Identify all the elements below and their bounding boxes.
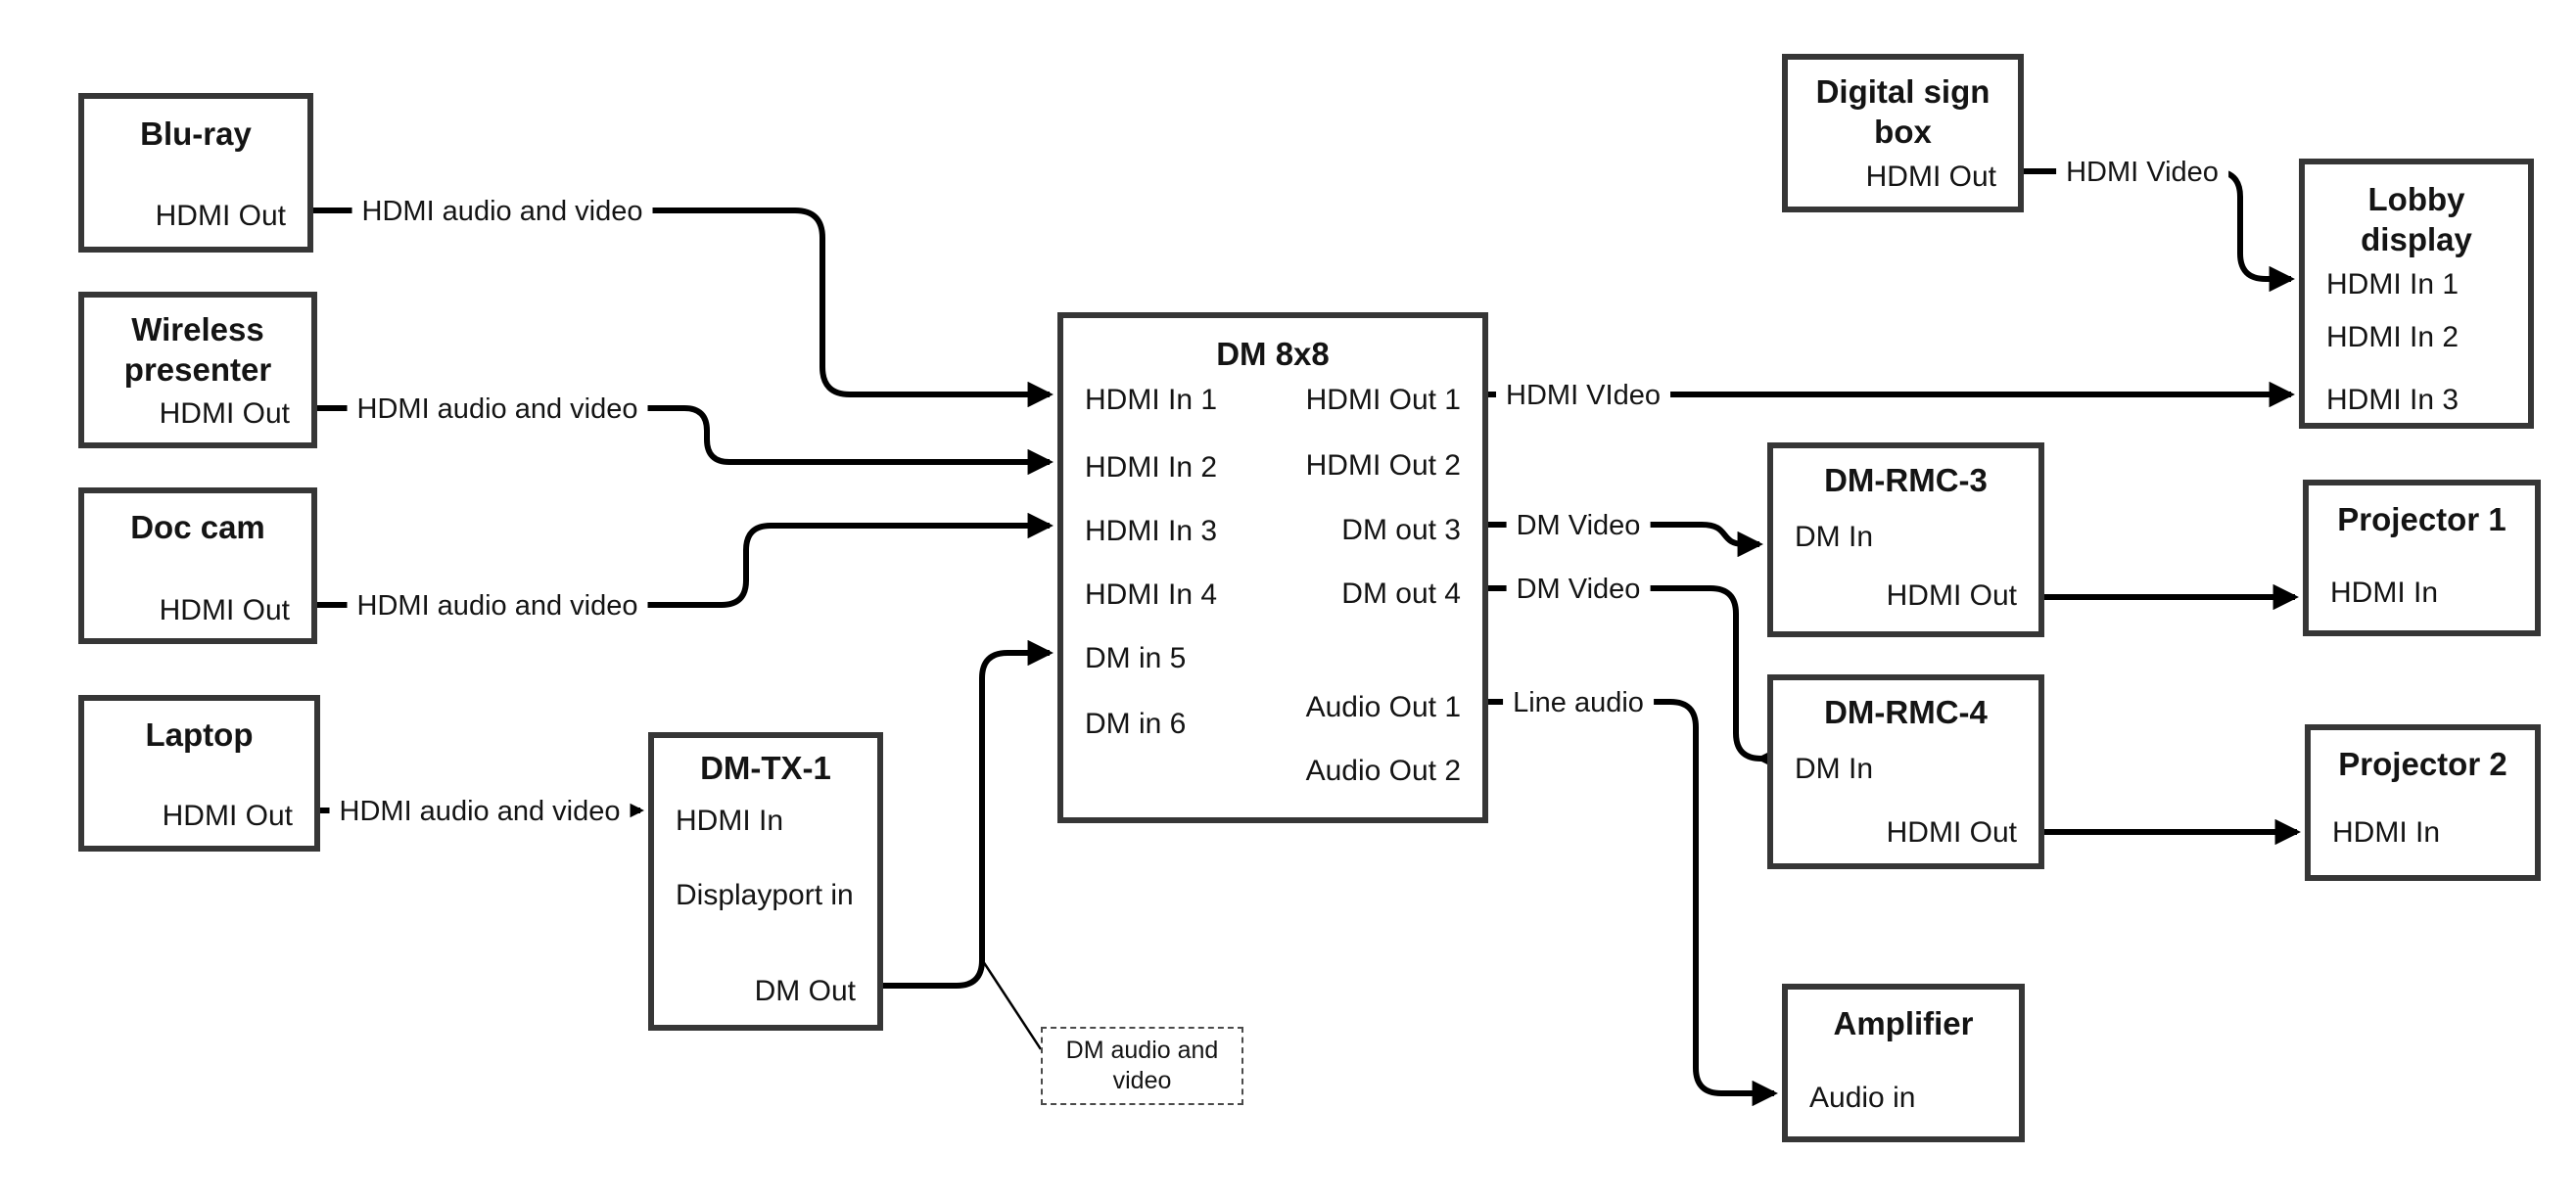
wire-label-hdmi-video-out1: HDMI VIdeo bbox=[1496, 379, 1670, 412]
port-dm-in: DM In bbox=[1795, 521, 1874, 553]
node-dm-rmc-4: DM-RMC-4 DM In HDMI Out bbox=[1767, 674, 2044, 869]
wire-label-wireless-hdmi-av: HDMI audio and video bbox=[347, 393, 648, 426]
wire-bluray-to-dm8x8-in1 bbox=[313, 208, 1054, 408]
callout-leader-line bbox=[981, 960, 1043, 1050]
node-title: DM-RMC-4 bbox=[1824, 694, 1988, 730]
wire-doccam-to-dm8x8-in3 bbox=[317, 512, 1054, 608]
node-title: Lobby display bbox=[2361, 181, 2472, 257]
port-hdmi-out: HDMI Out bbox=[159, 594, 290, 626]
node-bluray: Blu-ray HDMI Out bbox=[78, 93, 313, 253]
port-hdmi-in-1: HDMI In 1 bbox=[1085, 384, 1218, 416]
node-title: Projector 2 bbox=[2338, 746, 2507, 782]
port-hdmi-in: HDMI In bbox=[2330, 577, 2439, 609]
node-title: DM-RMC-3 bbox=[1824, 462, 1988, 498]
node-doc-cam: Doc cam HDMI Out bbox=[78, 487, 317, 644]
wire-dm8x8-out4-to-rmc4-dm-in bbox=[1488, 585, 1782, 772]
wire-label-line-audio: Line audio bbox=[1503, 686, 1654, 719]
port-dm-out-4: DM out 4 bbox=[1341, 577, 1461, 610]
port-hdmi-in-2: HDMI In 2 bbox=[2326, 321, 2459, 353]
port-hdmi-out: HDMI Out bbox=[1886, 579, 2017, 612]
node-title: DM-TX-1 bbox=[700, 750, 831, 786]
port-hdmi-in-4: HDMI In 4 bbox=[1085, 578, 1218, 611]
wire-label-dm-video-out4: DM Video bbox=[1506, 573, 1651, 606]
port-audio-out-2: Audio Out 2 bbox=[1305, 755, 1461, 787]
callout-dm-audio-video: DM audio and video bbox=[1041, 1027, 1243, 1105]
callout-text: DM audio and video bbox=[1065, 1037, 1219, 1094]
port-hdmi-out-1: HDMI Out 1 bbox=[1305, 384, 1461, 416]
port-audio-out-1: Audio Out 1 bbox=[1305, 691, 1461, 723]
port-hdmi-out: HDMI Out bbox=[159, 397, 290, 430]
wire-label-dm-video-out3: DM Video bbox=[1506, 509, 1651, 542]
wire-dm8x8-aout1-to-amp-audio-in bbox=[1488, 699, 1778, 1107]
node-projector-1: Projector 1 HDMI In bbox=[2303, 480, 2541, 636]
node-title: Digital sign box bbox=[1815, 73, 1991, 150]
port-dm-out: DM Out bbox=[754, 975, 856, 1007]
node-lobby-display: Lobby display HDMI In 1 HDMI In 2 HDMI I… bbox=[2299, 159, 2534, 429]
node-amplifier: Amplifier Audio in bbox=[1782, 984, 2025, 1142]
wire-dm8x8-out3-to-rmc3-dm-in bbox=[1488, 522, 1763, 558]
node-title: Wireless presenter bbox=[123, 311, 272, 388]
port-dm-in: DM In bbox=[1795, 753, 1874, 785]
port-dm-out-3: DM out 3 bbox=[1341, 514, 1461, 546]
node-title: Laptop bbox=[145, 716, 254, 753]
port-displayport-in: Displayport in bbox=[676, 879, 854, 911]
wire-label-laptop-hdmi-av: HDMI audio and video bbox=[329, 795, 631, 828]
node-dm-rmc-3: DM-RMC-3 DM In HDMI Out bbox=[1767, 442, 2044, 637]
port-hdmi-in-3: HDMI In 3 bbox=[1085, 515, 1218, 547]
port-hdmi-out-2: HDMI Out 2 bbox=[1305, 449, 1461, 482]
node-digital-sign-box: Digital sign box HDMI Out bbox=[1782, 54, 2024, 212]
wire-wireless-to-dm8x8-in2 bbox=[317, 405, 1054, 476]
port-hdmi-out: HDMI Out bbox=[1865, 161, 1996, 193]
port-hdmi-in: HDMI In bbox=[2332, 816, 2441, 849]
port-hdmi-in-1: HDMI In 1 bbox=[2326, 268, 2459, 300]
node-dm-tx-1: DM-TX-1 HDMI In Displayport in DM Out bbox=[648, 732, 883, 1031]
port-audio-in: Audio in bbox=[1809, 1082, 1916, 1114]
wire-dmtx1-to-dm8x8-in5 bbox=[883, 639, 1054, 989]
port-hdmi-out: HDMI Out bbox=[155, 200, 286, 232]
node-title: Projector 1 bbox=[2337, 501, 2506, 537]
node-title: DM 8x8 bbox=[1216, 336, 1330, 372]
port-dm-in-5: DM in 5 bbox=[1085, 642, 1187, 674]
wire-label-hdmi-video-digsign: HDMI Video bbox=[2056, 156, 2228, 189]
port-hdmi-out: HDMI Out bbox=[1886, 816, 2017, 849]
wire-label-bluray-hdmi-av: HDMI audio and video bbox=[351, 195, 653, 228]
wire-label-doccam-hdmi-av: HDMI audio and video bbox=[347, 589, 648, 623]
node-title: Amplifier bbox=[1833, 1005, 1974, 1041]
port-hdmi-out: HDMI Out bbox=[162, 800, 293, 832]
node-dm-8x8: DM 8x8 HDMI In 1 HDMI In 2 HDMI In 3 HDM… bbox=[1057, 312, 1488, 823]
node-projector-2: Projector 2 HDMI In bbox=[2305, 724, 2541, 881]
port-hdmi-in-2: HDMI In 2 bbox=[1085, 451, 1218, 484]
port-dm-in-6: DM in 6 bbox=[1085, 708, 1187, 740]
port-hdmi-in: HDMI In bbox=[676, 805, 784, 837]
port-hdmi-in-3: HDMI In 3 bbox=[2326, 384, 2459, 416]
node-wireless-presenter: Wireless presenter HDMI Out bbox=[78, 292, 317, 448]
node-laptop: Laptop HDMI Out bbox=[78, 695, 320, 852]
node-title: Doc cam bbox=[130, 509, 265, 545]
node-title: Blu-ray bbox=[140, 115, 252, 152]
